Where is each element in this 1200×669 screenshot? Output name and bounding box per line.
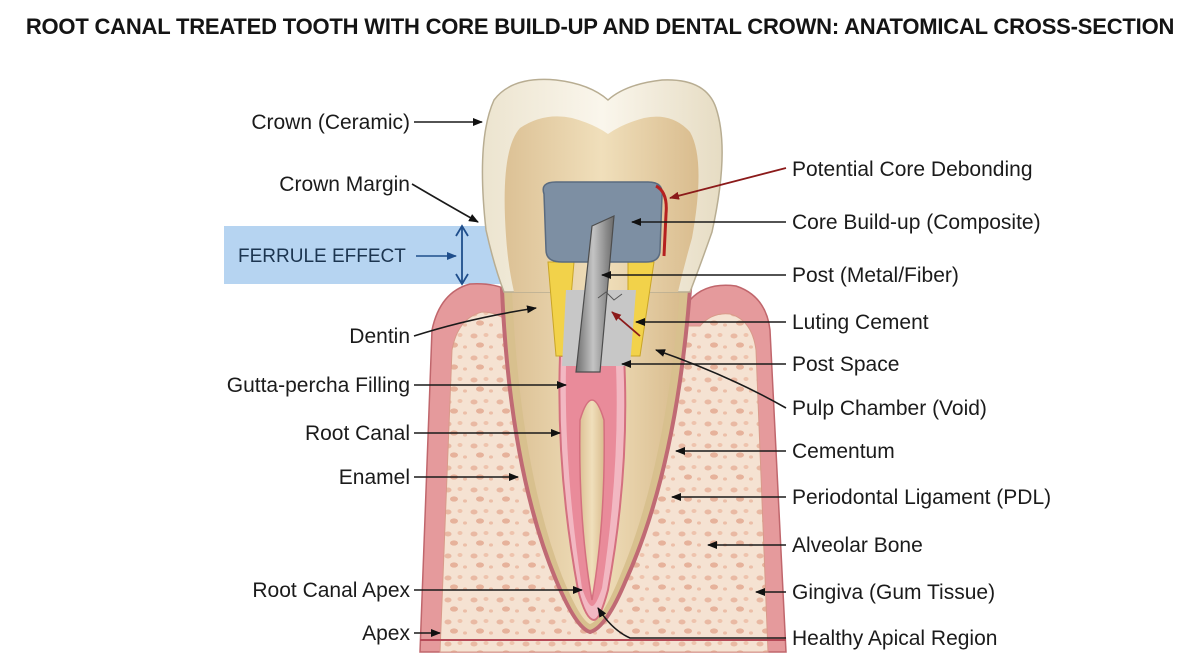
label-post: Post (Metal/Fiber)	[792, 264, 959, 287]
label-gutta-percha: Gutta-percha Filling	[227, 374, 410, 397]
leader-fracture-indicator	[611, 311, 641, 337]
canal-inner-loop	[579, 399, 605, 601]
label-apex: Apex	[362, 622, 410, 645]
label-alveolar-bone: Alveolar Bone	[792, 534, 923, 557]
label-crown-ceramic: Crown (Ceramic)	[251, 111, 410, 134]
label-core-debonding: Potential Core Debonding	[792, 158, 1033, 181]
ferrule-indicator-cap-bottom	[455, 273, 469, 286]
post	[575, 215, 615, 373]
label-root-canal: Root Canal	[305, 422, 410, 445]
label-pulp-chamber: Pulp Chamber (Void)	[792, 397, 987, 420]
leader-pulp-chamber	[655, 349, 787, 409]
leader-healthy-apical	[597, 607, 786, 639]
diagram-title: ROOT CANAL TREATED TOOTH WITH CORE BUILD…	[25, 14, 1175, 39]
label-dentin: Dentin	[349, 325, 410, 348]
label-core-buildup: Core Build-up (Composite)	[792, 211, 1041, 234]
label-healthy-apical: Healthy Apical Region	[792, 627, 997, 650]
label-luting-cement: Luting Cement	[792, 311, 929, 334]
label-enamel: Enamel	[339, 466, 410, 489]
label-ferrule-effect: FERRULE EFFECT	[238, 246, 406, 267]
leader-dentin	[413, 305, 537, 337]
leader-crown-margin	[411, 183, 479, 223]
label-cementum: Cementum	[792, 440, 895, 463]
label-crown-margin: Crown Margin	[279, 173, 410, 196]
leader-core-debonding	[669, 167, 787, 200]
root-canal-system	[558, 355, 627, 622]
post-crack	[597, 291, 623, 301]
label-pdl: Periodontal Ligament (PDL)	[792, 486, 1051, 509]
label-root-canal-apex: Root Canal Apex	[252, 579, 410, 602]
ferrule-indicator-cap-top	[455, 224, 469, 237]
core-debond-line	[655, 184, 668, 257]
label-post-space: Post Space	[792, 353, 899, 376]
label-gingiva: Gingiva (Gum Tissue)	[792, 581, 995, 604]
